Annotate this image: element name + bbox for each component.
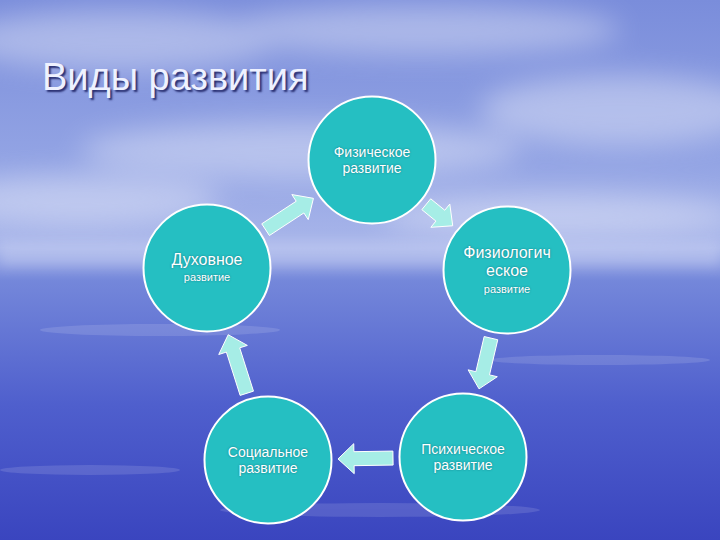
circle-label-group: Психическое развитие — [414, 441, 512, 473]
block-arrow — [422, 199, 453, 228]
circle-node: Социальное развитие — [203, 395, 333, 525]
block-arrow — [262, 195, 314, 236]
block-arrow — [338, 444, 393, 474]
circle-outline — [309, 97, 436, 224]
circle-outline — [400, 394, 527, 521]
circle-node: Духовное развитие — [142, 203, 272, 333]
circle-label: Духовное — [171, 251, 242, 269]
block-arrow — [219, 335, 254, 396]
circle-outline — [205, 397, 332, 524]
circle-label-group: Физическое развитие — [323, 144, 421, 176]
circle-label-group: Духовное развитие — [158, 251, 256, 284]
block-arrow — [468, 337, 498, 389]
circle-node: Физическое развитие — [307, 95, 437, 225]
circle-node: Физиологич еское развитие — [442, 205, 572, 335]
circle-label-group: Физиологич еское развитие — [458, 244, 556, 295]
circle-label: Физиологич еское — [458, 244, 556, 281]
circle-label: Социальное развитие — [219, 444, 317, 476]
circle-node: Психическое развитие — [398, 392, 528, 522]
circle-outline — [444, 207, 571, 334]
circle-label: Физическое развитие — [323, 144, 421, 176]
water-ripples — [0, 324, 710, 517]
circle-sublabel: развитие — [484, 283, 530, 296]
circle-outline — [144, 205, 271, 332]
clouds — [0, 5, 720, 237]
circle-label: Психическое развитие — [414, 441, 512, 473]
slide-title: Виды развития — [42, 56, 309, 99]
horizon-glow — [0, 240, 720, 266]
circle-label-group: Социальное развитие — [219, 444, 317, 476]
circle-sublabel: развитие — [184, 272, 230, 285]
